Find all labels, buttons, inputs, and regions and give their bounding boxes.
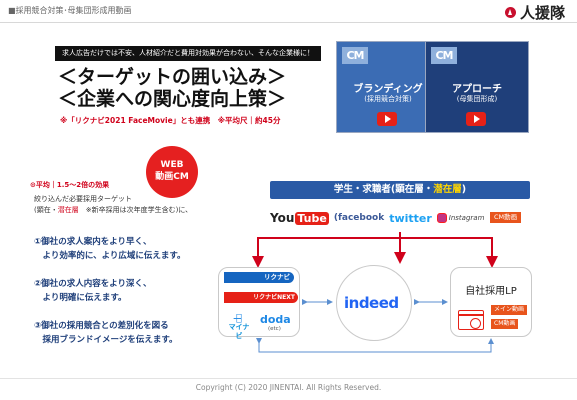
headline-line-1: ＜ターゲットの囲い込み＞ [58, 66, 287, 88]
card-subtitle: (採用競合対策) [364, 95, 412, 103]
benefit-3-line-2: 採用ブランドイメージを伝えます。 [34, 335, 178, 345]
pill-post: ) [461, 184, 467, 195]
benefit-2-line-1: ②御社の求人内容をより深く、 [34, 279, 152, 289]
card-title: ブランディング [353, 84, 423, 95]
arrow-bottom-loop [256, 338, 494, 353]
play-button-icon[interactable] [466, 112, 486, 126]
benefit-1-line-1: ①御社の求人案内をより早く、 [34, 237, 152, 247]
twitter-logo[interactable]: twitter [389, 211, 432, 225]
youtube-tube: Tube [295, 211, 329, 225]
web-cm-badge: WEB 動画CM [146, 146, 198, 198]
pill-pre: 学生・求職者(顕在層・ [333, 184, 434, 195]
instagram-text: Instagram [448, 214, 485, 222]
mynavi-logo[interactable]: ハ̶ マイナビ [226, 314, 252, 341]
desc-highlight: 潜在層 [57, 206, 79, 214]
cm-badge: CM [431, 47, 457, 64]
header-divider [0, 22, 577, 23]
main-video-tag: メイン動画 [491, 305, 528, 315]
instagram-logo[interactable]: Instagram [436, 213, 485, 223]
indeed-logo[interactable]: indeed [344, 294, 399, 312]
lp-title: 自社採用LP [465, 286, 517, 297]
desc-pre: (顕在・ [34, 206, 58, 214]
benefit-2: ②御社の求人内容をより深く、 より明確に伝えます。 [34, 277, 152, 305]
cm-badge: CM [342, 47, 368, 64]
etc-label: (etc) [268, 326, 281, 332]
desc-post: ※新卒採用は次年度学生含む)に、 [78, 206, 193, 214]
arrow-to-job-sites [252, 232, 401, 268]
logo-text: 人援隊 [519, 4, 565, 22]
web-cm-line-1: WEB [160, 160, 184, 170]
rikunabi-next-logo[interactable]: リクナビNEXT [224, 292, 298, 303]
hero-banner: 求人広告だけでは不安、人材紹介だと費用対効果が合わない、そんな企業様に！ [55, 46, 321, 61]
logo-mark-icon [504, 7, 516, 18]
card-title: アプローチ [452, 84, 502, 95]
card-subtitle: (母集団形成) [456, 95, 498, 103]
indeed-circle [336, 265, 412, 341]
play-button-icon[interactable] [377, 112, 397, 126]
web-cm-line-2: 動画CM [155, 172, 189, 182]
browser-icon [458, 310, 484, 330]
page-title: ＜ターゲットの囲い込み＞ ＜企業への関心度向上策＞ [58, 66, 318, 110]
target-audience-pill: 学生・求職者(顕在層・潜在層) [270, 181, 530, 199]
mynavi-text: マイナビ [228, 323, 250, 340]
instagram-icon [436, 213, 447, 223]
rikunabi-logo[interactable]: リクナビ [224, 272, 294, 283]
copyright: Copyright (C) 2020 JINENTAI. All Rights … [195, 383, 382, 392]
arrow-to-lp [400, 237, 498, 268]
branding-video-card[interactable]: CM ブランディング (採用競合対策) [336, 41, 440, 133]
company-logo[interactable]: 人援隊 [504, 2, 565, 23]
benefit-1-line-2: より効率的に、より広域に伝えます。 [34, 251, 186, 261]
target-description-1: 絞り込んだ必要採用ターゲット [34, 195, 132, 203]
hero-note: ※「リクナビ2021 FaceMovie」とも連携 ※平均尺｜約45分 [60, 116, 281, 125]
benefit-3-line-1: ③御社の採用競合との差別化を図る [34, 321, 169, 331]
facebook-logo[interactable]: (facebook [333, 213, 385, 223]
benefit-3: ③御社の採用競合との差別化を図る 採用ブランドイメージを伝えます。 [34, 319, 177, 347]
benefit-2-line-2: より明確に伝えます。 [34, 293, 127, 303]
youtube-you: You [270, 211, 295, 225]
cm-video-tag: CM動画 [490, 212, 522, 223]
footer-divider [0, 378, 577, 379]
mynavi-mark-icon: ハ̶ [235, 313, 242, 324]
cm-video-tag-lp: CM動画 [491, 319, 519, 329]
pill-highlight: 潜在層 [433, 184, 462, 195]
breadcrumb: ■採用競合対策･母集団形成用動画 [8, 6, 132, 15]
approach-video-card[interactable]: CM アプローチ (母集団形成) [425, 41, 529, 133]
doda-logo[interactable]: doda [260, 313, 291, 326]
top-bar: ■採用競合対策･母集団形成用動画 人援隊 [0, 0, 577, 22]
benefit-1: ①御社の求人案内をより早く、 より効率的に、より広域に伝えます。 [34, 235, 186, 263]
effect-label: ⊙平均｜1.5〜2倍の効果 [30, 181, 110, 189]
globe-icon [470, 318, 481, 329]
target-description-2: (顕在・潜在層 ※新卒採用は次年度学生含む)に、 [34, 205, 192, 215]
headline-line-2: ＜企業への関心度向上策＞ [58, 88, 287, 110]
